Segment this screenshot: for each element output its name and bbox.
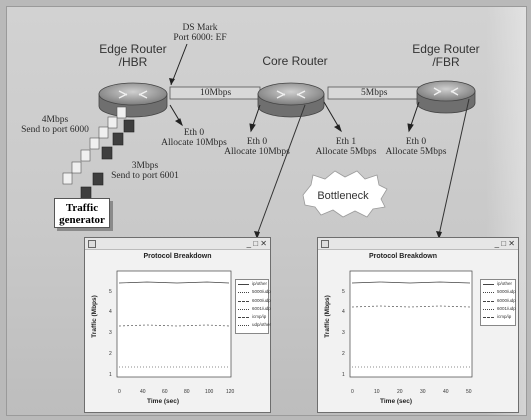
plot-legend: ip/other 5000/udp 6000/udp 6001/udp icmp…: [480, 279, 516, 326]
legend-item: 6001/udp: [236, 305, 271, 313]
core-eth0-label: Eth 0 Allocate 10Mbps: [224, 137, 290, 157]
router-core-label: Core Router: [262, 54, 328, 68]
router-core-icon: [257, 82, 325, 118]
interface-arrows: [169, 101, 420, 133]
y-axis-label: Traffic (Mbps): [90, 295, 98, 338]
topology-canvas: [62, 43, 476, 239]
x-tick: 30: [420, 389, 426, 395]
router-fbr-label: Edge Router /FBR: [412, 42, 480, 69]
core-eth1-label: Eth 1 Allocate 5Mbps: [315, 137, 377, 157]
bottleneck-burst: [302, 170, 388, 218]
legend-item: 5000/udp: [236, 288, 271, 296]
ds-mark-arrow: [170, 43, 188, 86]
router-hbr-label: Edge Router /HBR: [99, 42, 167, 69]
x-tick: 60: [162, 389, 168, 395]
y-axis-label: Traffic (Mbps): [323, 295, 331, 338]
link-core-fbr-label: 5Mbps: [361, 88, 388, 98]
y-tick: 1: [342, 372, 345, 378]
plot-core-canvas: [116, 270, 232, 378]
ds-mark-label: DS Mark Port 6000: EF: [173, 23, 227, 43]
router-fbr-icon: [416, 80, 476, 114]
x-axis-label: Time (sec): [380, 398, 413, 405]
legend-item: 6000/udp: [481, 297, 516, 305]
y-tick: 3: [109, 330, 112, 336]
x-axis-label: Time (sec): [147, 398, 180, 405]
plot-window-core-titlebar[interactable]: _ □ ✕: [85, 238, 270, 250]
x-tick: 80: [184, 389, 190, 395]
window-app-icon: [321, 240, 329, 248]
y-tick: 3: [342, 330, 345, 336]
legend-item: ip/other: [481, 280, 515, 288]
x-tick: 0: [118, 389, 121, 395]
hbr-eth0-label: Eth 0 Allocate 10Mbps: [161, 128, 227, 148]
legend-item: 5000/udp: [481, 288, 516, 296]
x-tick: 40: [443, 389, 449, 395]
network-diagram-slide: Edge Router /HBR Core Router Edge Router…: [6, 6, 527, 416]
fbr-eth0-label: Eth 0 Allocate 5Mbps: [385, 137, 447, 157]
window-app-icon: [88, 240, 96, 248]
y-tick: 1: [109, 372, 112, 378]
series-ip-other: [351, 281, 471, 284]
x-tick: 120: [226, 389, 235, 395]
link-hbr-core-label: 10Mbps: [200, 88, 232, 98]
legend-item: udp/other: [236, 321, 271, 329]
traffic-generator-box: Traffic generator: [54, 198, 110, 228]
x-tick: 10: [374, 389, 380, 395]
plot-window-fbr-titlebar[interactable]: _ □ ✕: [318, 238, 518, 250]
y-tick: 4: [109, 309, 112, 315]
y-tick: 4: [342, 309, 345, 315]
legend-item: ip/other: [236, 280, 268, 288]
plot-title: Protocol Breakdown: [143, 253, 212, 260]
y-tick: 5: [109, 289, 112, 295]
window-controls[interactable]: _ □ ✕: [494, 239, 515, 248]
y-tick: 5: [342, 289, 345, 295]
y-tick: 2: [342, 351, 345, 357]
window-controls[interactable]: _ □ ✕: [246, 239, 267, 248]
monitor-line-fbr: [438, 98, 470, 236]
flow1-label: 4Mbps Send to port 6000: [21, 115, 89, 135]
legend-item: icmp/ip: [236, 313, 268, 321]
plot-fbr-canvas: [349, 270, 473, 378]
packet-stream-flow2: [80, 119, 135, 200]
x-tick: 40: [140, 389, 146, 395]
legend-item: icmp/ip: [481, 313, 515, 321]
plot-legend: ip/other 5000/udp 6000/udp 6001/udp icmp…: [235, 279, 271, 334]
plot-window-core[interactable]: _ □ ✕ Protocol Breakdown Traffic (Mbps) …: [84, 237, 271, 413]
flow2-label: 3Mbps Send to port 6001: [111, 161, 179, 181]
bottleneck-label: Bottleneck: [317, 190, 369, 202]
y-tick: 2: [109, 351, 112, 357]
packet-stream-flow1: [62, 106, 127, 185]
series-ip-other: [118, 281, 230, 284]
legend-item: 6000/udp: [236, 297, 271, 305]
plot-window-fbr[interactable]: _ □ ✕ Protocol Breakdown Traffic (Mbps) …: [317, 237, 519, 413]
x-tick: 20: [397, 389, 403, 395]
router-hbr-icon: [98, 82, 168, 118]
legend-item: 6001/udp: [481, 305, 516, 313]
x-tick: 0: [351, 389, 354, 395]
x-tick: 50: [466, 389, 472, 395]
monitor-line-core: [256, 104, 306, 236]
x-tick: 100: [205, 389, 214, 395]
plot-title: Protocol Breakdown: [368, 253, 438, 260]
